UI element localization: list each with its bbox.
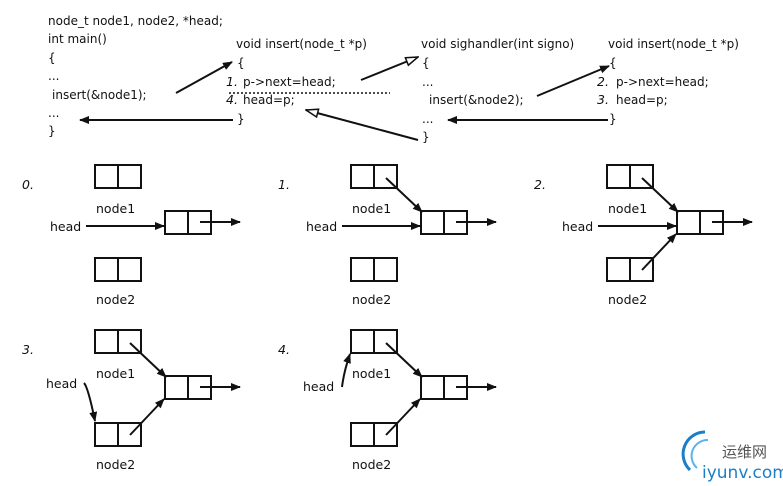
step-4-number: 4.: [226, 92, 238, 107]
signal-return-arrow: [306, 110, 419, 141]
node1-label: node1: [352, 366, 391, 381]
insert-first-line2: head=p;: [243, 93, 295, 107]
step-label: 0.: [22, 177, 34, 192]
node1-box: [350, 164, 398, 189]
head-label: head: [303, 379, 334, 394]
node2-box: [350, 257, 398, 282]
panel-step-3: 3. node1 node2 head: [22, 329, 241, 472]
sighandler-call: insert(&node2);: [429, 93, 524, 107]
node2-box: [94, 257, 142, 282]
sighandler-dots: ...: [422, 75, 433, 89]
watermark-cn: 运维网: [722, 443, 767, 461]
insert-first-header: void insert(node_t *p): [236, 37, 367, 51]
step-label: 1.: [278, 177, 290, 192]
step-label: 4.: [278, 342, 290, 357]
watermark-en: iyunv.com: [702, 463, 783, 483]
insert-second-header: void insert(node_t *p): [608, 37, 739, 51]
head-pointer-arrow: [341, 353, 351, 388]
node1-label: node1: [608, 201, 647, 216]
main-code-line: }: [48, 124, 56, 138]
head-label: head: [306, 219, 337, 234]
node2-next-arrow: [385, 398, 421, 436]
insert-second-line2: head=p;: [616, 93, 668, 107]
main-code-line: {: [48, 51, 56, 65]
panel-step-0: 0. node1 node2 head: [22, 164, 241, 307]
node1-label: node1: [96, 201, 135, 216]
node2-label: node2: [96, 292, 135, 307]
main-code-line: int main(): [48, 32, 107, 46]
node1-box: [350, 329, 398, 354]
sighandler-header: void sighandler(int signo): [421, 37, 574, 51]
node2-label: node2: [352, 457, 391, 472]
panel-step-2: 2. node1 node2 head: [534, 164, 753, 307]
panel-step-4: 4. node1 node2 head: [278, 329, 497, 472]
shared-node-box: [420, 210, 468, 235]
call-arrow: [536, 65, 610, 97]
insert-second-close-brace: }: [609, 112, 617, 126]
head-pointer-arrow: [83, 382, 98, 422]
node2-box: [350, 422, 398, 447]
node2-next-arrow: [129, 398, 165, 436]
node2-box: [94, 422, 142, 447]
main-code-line: insert(&node1);: [52, 88, 147, 102]
insert-second-open-brace: {: [609, 56, 617, 70]
sighandler-dots: ...: [422, 112, 433, 126]
node1-label: node1: [352, 201, 391, 216]
main-code-line: node_t node1, node2, *head;: [48, 14, 223, 28]
signal-arrow: [360, 56, 418, 81]
call-arrow: [175, 61, 233, 94]
insert-second-line1: p->next=head;: [616, 75, 709, 89]
panel-step-1: 1. node1 node2 head: [278, 164, 497, 307]
insert-first-line1: p->next=head;: [243, 75, 336, 89]
step-1-number: 1.: [226, 74, 238, 89]
main-code-line: ...: [48, 69, 59, 83]
shared-node-box: [164, 210, 212, 235]
node2-label: node2: [352, 292, 391, 307]
sighandler-open-brace: {: [422, 56, 430, 70]
sighandler-close-brace: }: [422, 130, 430, 144]
node2-next-arrow: [641, 233, 677, 271]
node2-box: [606, 257, 654, 282]
node1-label: node1: [96, 366, 135, 381]
node1-next-arrow: [641, 177, 679, 213]
node1-next-arrow: [129, 342, 167, 378]
step-2-number: 2.: [597, 74, 609, 89]
head-label: head: [46, 376, 77, 391]
node1-next-arrow: [385, 342, 423, 378]
node1-box: [606, 164, 654, 189]
node2-label: node2: [608, 292, 647, 307]
node1-box: [94, 329, 142, 354]
insert-first-open-brace: {: [237, 56, 245, 70]
watermark-arc-icon: [690, 438, 709, 469]
step-3-number: 3.: [597, 92, 609, 107]
main-code-line: ...: [48, 106, 59, 120]
head-label: head: [50, 219, 81, 234]
insert-first-close-brace: }: [237, 112, 245, 126]
watermark-arc-icon: [681, 430, 706, 472]
head-label: head: [562, 219, 593, 234]
step-label: 2.: [534, 177, 546, 192]
node1-next-arrow: [385, 177, 423, 213]
node1-box: [94, 164, 142, 189]
step-label: 3.: [22, 342, 34, 357]
node2-label: node2: [96, 457, 135, 472]
watermark-logo: 运维网 iyunv.com: [681, 430, 783, 483]
